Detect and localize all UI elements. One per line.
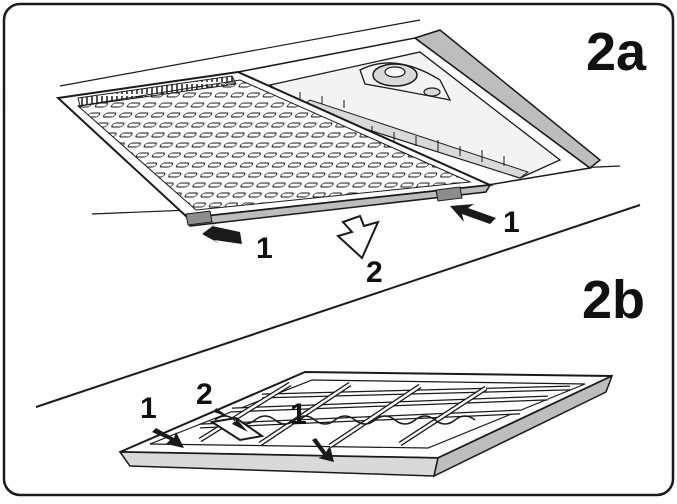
- grease-filter-2b: [118, 370, 614, 478]
- push-arrow-right-2b: [312, 438, 334, 462]
- step-label-1-right: 1: [503, 206, 520, 239]
- step-label-1-right-2b: 1: [290, 398, 307, 431]
- latch-tab: [185, 210, 213, 226]
- hood-body: [235, 29, 602, 186]
- latch-tab: [435, 186, 463, 202]
- panel-label-2a: 2a: [586, 22, 647, 82]
- pull-down-arrow: [336, 214, 380, 260]
- fan-housing: [359, 62, 452, 101]
- panel-divider: [35, 204, 641, 408]
- push-arrow-right: [450, 204, 496, 224]
- step-label-1-left-2b: 1: [140, 392, 157, 425]
- panel-2a: 2a 1 1 2: [55, 19, 647, 289]
- step-label-1-left: 1: [256, 232, 273, 265]
- lift-arrow-2b: [214, 408, 248, 432]
- hood-edge-line: [59, 19, 421, 87]
- panel-2b: 2b 1 2 1: [118, 270, 645, 478]
- grease-filter-2a: [55, 70, 494, 227]
- step-label-2-2b: 2: [196, 378, 213, 411]
- push-arrow-left-2b: [152, 428, 184, 448]
- push-arrow-left: [202, 222, 242, 244]
- wall-line: [91, 209, 191, 215]
- panel-label-2b: 2b: [582, 270, 645, 330]
- release-handle: [209, 416, 265, 442]
- step-label-2: 2: [366, 256, 383, 289]
